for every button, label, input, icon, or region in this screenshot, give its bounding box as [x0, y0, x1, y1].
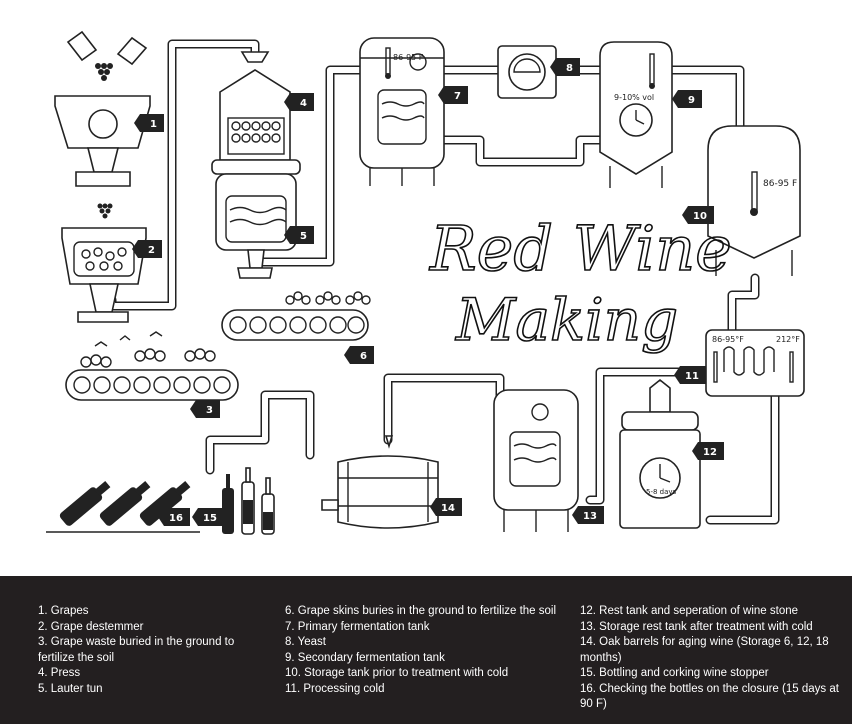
legend-column-2: 6. Grape skins buries in the ground to f… [285, 604, 570, 697]
title: Red Wine Making [428, 211, 732, 355]
wine-process-diagram: 86-95 F 9-10% vol 86-95 F 86-95°F 212°F [46, 30, 805, 535]
tag-8: 8 [550, 58, 580, 76]
stage-11-cooler: 86-95°F 212°F [705, 329, 805, 397]
stage-4-5-press [211, 51, 301, 279]
legend-item: 3. Grape waste buried in the ground to f… [38, 636, 235, 664]
legend-item: 7. Primary fermentation tank [285, 620, 430, 633]
stage-1-grapes [54, 30, 151, 187]
svg-text:15: 15 [203, 513, 217, 524]
stage-14-oak-barrel [321, 435, 439, 529]
svg-text:16: 16 [169, 513, 183, 524]
svg-text:5: 5 [300, 231, 307, 242]
stage-8-yeast [497, 45, 557, 99]
stage-10-storage-tank: 86-95 F [707, 125, 801, 276]
still-days-label: 5-8 days [646, 488, 677, 496]
stage-12-rest-tank: 5-8 days [619, 378, 701, 529]
svg-text:12: 12 [703, 447, 717, 458]
stage-9-secondary-tank: 9-10% vol [599, 41, 673, 188]
cooler-temp-left: 86-95°F [712, 335, 744, 344]
tank9-percent-label: 9-10% vol [614, 93, 654, 102]
tank7-temp-label: 86-95 F [393, 53, 424, 62]
title-line2: Making [455, 286, 678, 354]
legend-item: 15. Bottling and corking wine stopper [580, 667, 769, 679]
legend-item: 12. Rest tank and seperation of wine sto… [580, 605, 799, 617]
legend-item: 6. Grape skins buries in the ground to f… [285, 605, 557, 617]
legend-item: 14. Oak barrels for aging wine (Storage … [580, 636, 829, 664]
stage-15-bottles [222, 467, 275, 535]
legend-item: 9. Secondary fermentation tank [285, 651, 445, 664]
legend-item: 1. Grapes [38, 605, 89, 617]
tag-6: 6 [344, 346, 374, 364]
legend-item: 4. Press [38, 667, 81, 679]
tag-10: 10 [682, 206, 714, 224]
pipes [107, 39, 780, 525]
tag-4: 4 [284, 93, 314, 111]
legend-item: 11. Processing cold [285, 682, 385, 695]
tag-2: 2 [132, 240, 162, 258]
svg-text:13: 13 [583, 511, 597, 522]
legend-item: 16. Checking the bottles on the closure … [580, 682, 839, 711]
svg-text:3: 3 [206, 405, 213, 416]
legend-panel: 1. Grapes 2. Grape destemmer 3. Grape wa… [0, 576, 852, 724]
stage-2-destemmer [61, 203, 147, 323]
svg-text:10: 10 [693, 211, 707, 222]
tag-12: 12 [692, 442, 724, 460]
svg-text:14: 14 [441, 503, 455, 514]
tag-3: 3 [190, 400, 220, 418]
legend-item: 5. Lauter tun [38, 682, 103, 695]
legend-column-3: 12. Rest tank and seperation of wine sto… [580, 604, 842, 713]
svg-text:6: 6 [360, 351, 367, 362]
tag-14: 14 [430, 498, 462, 516]
tag-9: 9 [672, 90, 702, 108]
svg-text:1: 1 [150, 119, 157, 130]
stage-tags: 1 2 3 4 5 6 7 8 9 10 11 12 13 14 15 16 [132, 58, 724, 526]
legend-column-1: 1. Grapes 2. Grape destemmer 3. Grape wa… [38, 604, 270, 697]
tag-11: 11 [674, 366, 706, 384]
title-line1: Red Wine [429, 212, 732, 285]
cooler-temp-right: 212°F [776, 335, 800, 344]
tag-13: 13 [572, 506, 604, 524]
legend-item: 2. Grape destemmer [38, 620, 144, 633]
tag-7: 7 [438, 86, 468, 104]
tag-5: 5 [284, 226, 314, 244]
stage-6-conveyor [221, 291, 371, 341]
stage-13-storage-rest-tank [493, 389, 579, 532]
tag-15: 15 [192, 508, 224, 526]
stage-16-bottle-check [46, 480, 200, 533]
stage-3-conveyor [65, 331, 239, 401]
legend-item: 10. Storage tank prior to treatment with… [285, 667, 509, 679]
tag-1: 1 [134, 114, 164, 132]
svg-text:8: 8 [566, 63, 573, 74]
svg-text:9: 9 [688, 95, 695, 106]
svg-text:7: 7 [454, 91, 461, 102]
stage-7-primary-tank: 86-95 F [359, 37, 445, 186]
tag-16: 16 [158, 508, 190, 526]
svg-text:4: 4 [300, 98, 307, 109]
svg-text:2: 2 [148, 245, 155, 256]
tank10-temp-label: 86-95 F [763, 179, 797, 189]
svg-text:11: 11 [685, 371, 699, 382]
legend-item: 13. Storage rest tank after treatment wi… [580, 620, 813, 633]
legend-item: 8. Yeast [285, 636, 326, 648]
